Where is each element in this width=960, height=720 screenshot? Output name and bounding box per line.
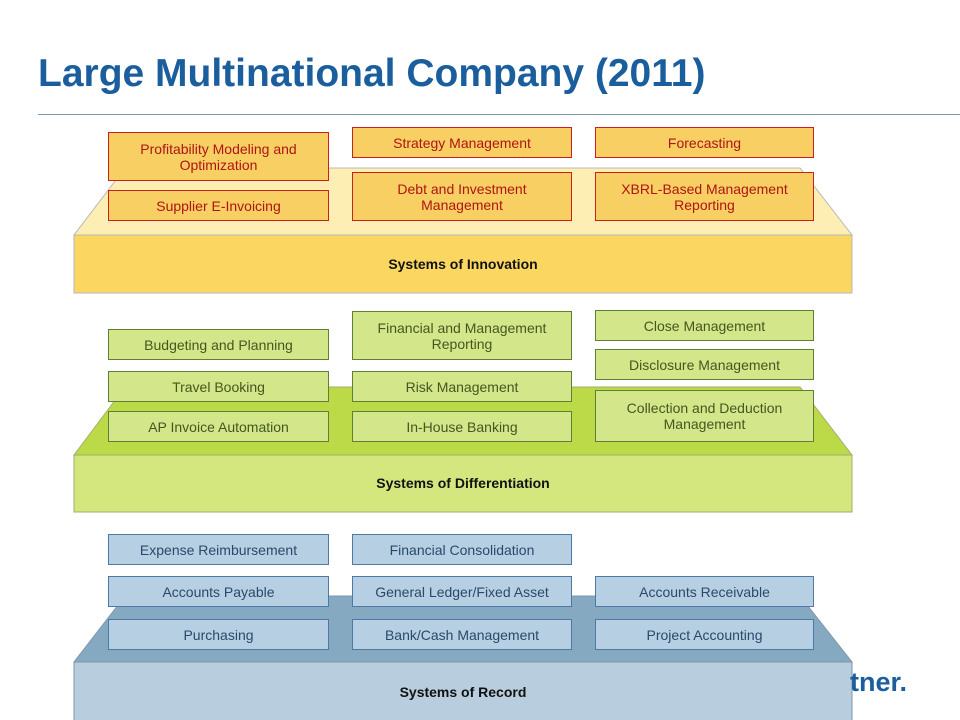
tier-label-record: Systems of Record: [399, 684, 527, 700]
box-travel-booking: Travel Booking: [108, 371, 329, 402]
box-close-management: Close Management: [595, 310, 814, 341]
page-title: Large Multinational Company (2011): [38, 52, 706, 95]
box-collection-deduction-management: Collection and Deduction Management: [595, 390, 814, 442]
box-ap-invoice-automation: AP Invoice Automation: [108, 411, 329, 442]
box-risk-management: Risk Management: [352, 371, 572, 402]
innovation-platform-front: [73, 234, 853, 294]
box-debt-investment-management: Debt and Investment Management: [352, 172, 572, 221]
differentiation-platform-front: [73, 454, 853, 513]
box-profitability-modeling: Profitability Modeling and Optimization: [108, 132, 329, 181]
box-financial-management-reporting: Financial and Management Reporting: [352, 311, 572, 360]
box-strategy-management: Strategy Management: [352, 127, 572, 158]
box-supplier-e-invoicing: Supplier E-Invoicing: [108, 190, 329, 221]
box-purchasing: Purchasing: [108, 619, 329, 650]
box-forecasting: Forecasting: [595, 127, 814, 158]
tier-label-innovation: Systems of Innovation: [388, 256, 538, 272]
box-budgeting-planning: Budgeting and Planning: [108, 329, 329, 360]
box-expense-reimbursement: Expense Reimbursement: [108, 534, 329, 565]
company-logo: tner.: [850, 667, 908, 697]
box-bank-cash-management: Bank/Cash Management: [352, 619, 572, 650]
box-project-accounting: Project Accounting: [595, 619, 814, 650]
box-financial-consolidation: Financial Consolidation: [352, 534, 572, 565]
box-general-ledger-fixed-asset: General Ledger/Fixed Asset: [352, 576, 572, 607]
box-accounts-payable: Accounts Payable: [108, 576, 329, 607]
tier-label-differentiation: Systems of Differentiation: [376, 475, 550, 491]
box-xbrl-reporting: XBRL-Based Management Reporting: [595, 172, 814, 221]
box-disclosure-management: Disclosure Management: [595, 349, 814, 380]
box-accounts-receivable: Accounts Receivable: [595, 576, 814, 607]
title-divider: [38, 114, 960, 115]
box-in-house-banking: In-House Banking: [352, 411, 572, 442]
record-platform-front: [73, 661, 853, 720]
